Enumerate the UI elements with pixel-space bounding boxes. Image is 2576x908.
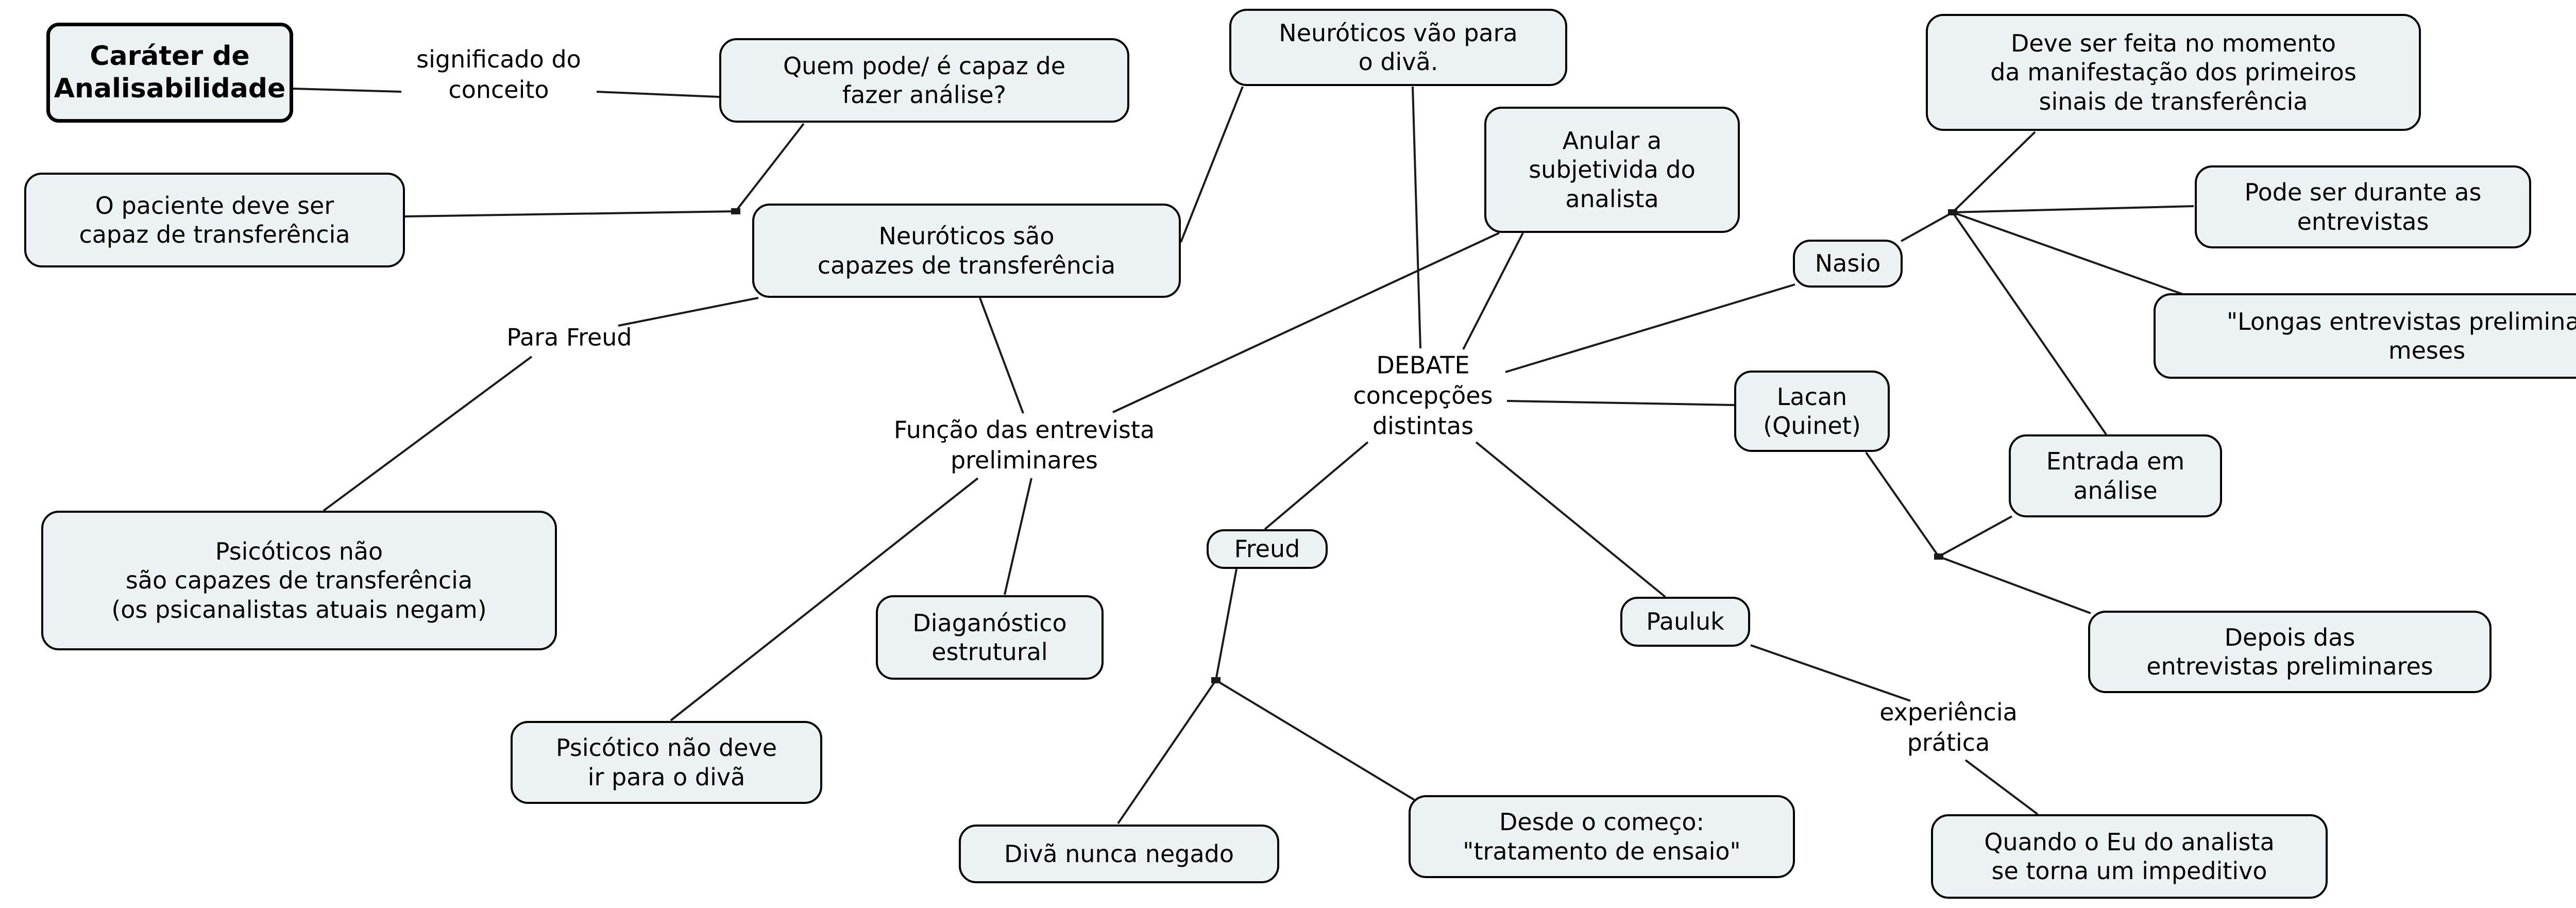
- concept-text-psicotico-nao-deve-ir-para-o-diva: Psicótico não deve ir para o divã: [555, 734, 777, 791]
- concept-box-quem-pode-fazer-analise[interactable]: Quem pode/ é capaz de fazer análise?: [719, 38, 1129, 123]
- concept-box-deve-ser-feita-no-momento[interactable]: Deve ser feita no momento da manifestaçã…: [1926, 14, 2421, 131]
- edge-paciente-to-quem-pode: [404, 123, 805, 217]
- concept-text-quando-o-eu-do-analista: Quando o Eu do analista se torna um impe…: [1984, 828, 2275, 885]
- link-label-para-freud[interactable]: Para Freud: [506, 323, 632, 351]
- concept-text-carater-de-analisabilidade: Caráter de Analisabilidade: [54, 40, 286, 104]
- junction-freud-tick-icon: [1211, 677, 1221, 683]
- link-label-debate-concepcoes-distintas[interactable]: DEBATE concepções distintas: [1353, 351, 1493, 440]
- edge-debate-to-nasio: [1505, 283, 1795, 373]
- link-label-significado-do-conceito[interactable]: significado do conceito: [416, 45, 581, 104]
- junction-quem-pode-tick-icon: [731, 208, 740, 214]
- edge-neuroticos-diva-to-debate: [1412, 86, 1421, 349]
- junction-lacan-tick-icon: [1934, 553, 1943, 560]
- edge-neuroticos-capazes-to-funcao: [979, 297, 1024, 414]
- concept-box-psicoticos-nao-sao-capazes[interactable]: Psicóticos não são capazes de transferên…: [41, 511, 557, 650]
- edge-lacan-junction-to-depois: [1938, 556, 2091, 614]
- edge-freud-to-diva-nunca-negado: [1117, 568, 1238, 825]
- edge-experiencia-to-quando-o-eu: [1964, 759, 2039, 815]
- concept-text-diva-nunca-negado: Divã nunca negado: [1004, 839, 1234, 868]
- concept-text-pauluk: Pauluk: [1646, 608, 1724, 636]
- edge-para-freud-to-psicoticos: [323, 356, 533, 512]
- concept-box-diva-nunca-negado[interactable]: Divã nunca negado: [959, 825, 1279, 883]
- edge-anular-to-debate: [1462, 232, 1524, 350]
- concept-text-depois-das-entrevistas-preliminares: Depois das entrevistas preliminares: [2146, 623, 2433, 680]
- edge-neuroticos-diva-to-neuroticos-capazes: [1180, 86, 1244, 243]
- edge-debate-to-freud: [1264, 441, 1369, 530]
- concept-text-psicoticos-nao-sao-capazes: Psicóticos não são capazes de transferên…: [111, 537, 487, 624]
- concept-box-freud[interactable]: Freud: [1207, 529, 1328, 569]
- concept-box-lacan-quinet[interactable]: Lacan (Quinet): [1734, 371, 1890, 452]
- edge-neuroticos-capazes-to-para-freud: [618, 297, 759, 327]
- concept-box-o-paciente-deve-ser-capaz[interactable]: O paciente deve ser capaz de transferênc…: [24, 173, 405, 267]
- concept-box-diaganostico-estrutural[interactable]: Diaganóstico estrutural: [876, 595, 1104, 680]
- edge-anular-to-funcao: [1112, 232, 1500, 413]
- edge-pauluk-to-experiencia: [1750, 644, 1911, 702]
- edge-junction-to-deve-ser-feita: [1952, 131, 2036, 213]
- concept-text-entrada-em-analise: Entrada em análise: [2046, 447, 2185, 505]
- concept-text-anular-a-subjetivida-do-analista: Anular a subjetivida do analista: [1529, 127, 1696, 213]
- concept-text-longas-entrevistas-preliminares: "Longas entrevistas preliminares" meses: [2227, 307, 2576, 364]
- concept-text-freud: Freud: [1234, 535, 1300, 563]
- edge-freud-junction-to-desde-o-comeco: [1215, 679, 1415, 801]
- concept-box-longas-entrevistas-preliminares[interactable]: "Longas entrevistas preliminares" meses: [2154, 293, 2576, 379]
- concept-box-pauluk[interactable]: Pauluk: [1620, 597, 1750, 647]
- link-label-experiencia-pratica[interactable]: experiência prática: [1879, 698, 2018, 756]
- concept-box-depois-das-entrevistas-preliminares[interactable]: Depois das entrevistas preliminares: [2088, 611, 2492, 693]
- concept-box-neuroticos-sao-capazes[interactable]: Neuróticos são capazes de transferência: [752, 204, 1181, 298]
- concept-text-neuroticos-sao-capazes: Neuróticos são capazes de transferência: [817, 222, 1116, 279]
- edge-significado-to-quem-pode: [596, 91, 720, 98]
- concept-box-entrada-em-analise[interactable]: Entrada em análise: [2009, 434, 2222, 517]
- concept-text-quem-pode-fazer-analise: Quem pode/ é capaz de fazer análise?: [783, 52, 1066, 109]
- concept-text-desde-o-comeco-tratamento-de-ensaio: Desde o começo: "tratamento de ensaio": [1463, 808, 1741, 865]
- edge-debate-to-pauluk: [1475, 441, 1666, 598]
- concept-text-pode-ser-durante-as-entrevistas: Pode ser durante as entrevistas: [2244, 178, 2482, 236]
- edge-funcao-to-diaganostico: [1004, 478, 1032, 595]
- edge-debate-to-lacan: [1506, 400, 1735, 406]
- concept-box-carater-de-analisabilidade[interactable]: Caráter de Analisabilidade: [46, 23, 293, 123]
- concept-text-deve-ser-feita-no-momento: Deve ser feita no momento da manifestaçã…: [1990, 29, 2357, 115]
- concept-text-o-paciente-deve-ser-capaz: O paciente deve ser capaz de transferênc…: [79, 191, 350, 248]
- concept-text-neuroticos-vao-para-o-diva: Neuróticos vão para o divã.: [1279, 19, 1518, 76]
- concept-box-psicotico-nao-deve-ir-para-o-diva[interactable]: Psicótico não deve ir para o divã: [511, 721, 822, 804]
- junction-nasio-tick-icon: [1948, 209, 1957, 215]
- concept-box-neuroticos-vao-para-o-diva[interactable]: Neuróticos vão para o divã.: [1229, 9, 1567, 86]
- link-label-funcao-das-entrevista-preliminares[interactable]: Função das entrevista preliminares: [893, 416, 1155, 474]
- edge-junction-to-longas-entrevistas: [1952, 211, 2185, 296]
- concept-box-anular-a-subjetivida-do-analista[interactable]: Anular a subjetivida do analista: [1484, 107, 1740, 233]
- edge-junction-to-pode-ser-durante: [1952, 205, 2194, 213]
- edge-nasio-to-junction: [1901, 213, 1951, 242]
- concept-box-nasio[interactable]: Nasio: [1793, 240, 1903, 288]
- concept-text-diaganostico-estrutural: Diaganóstico estrutural: [912, 609, 1067, 666]
- edge-funcao-to-psicotico-nao-deve: [670, 477, 979, 721]
- concept-text-nasio: Nasio: [1815, 249, 1881, 278]
- edge-lacan-to-entrada: [1865, 451, 2012, 558]
- concept-box-desde-o-comeco-tratamento-de-ensaio[interactable]: Desde o começo: "tratamento de ensaio": [1409, 795, 1795, 878]
- edge-carater-to-significado: [293, 88, 402, 93]
- concept-text-lacan-quinet: Lacan (Quinet): [1763, 382, 1861, 440]
- concept-box-pode-ser-durante-as-entrevistas[interactable]: Pode ser durante as entrevistas: [2195, 165, 2531, 248]
- edge-junction-to-entrada: [1952, 211, 2107, 435]
- concept-box-quando-o-eu-do-analista[interactable]: Quando o Eu do analista se torna um impe…: [1931, 814, 2328, 899]
